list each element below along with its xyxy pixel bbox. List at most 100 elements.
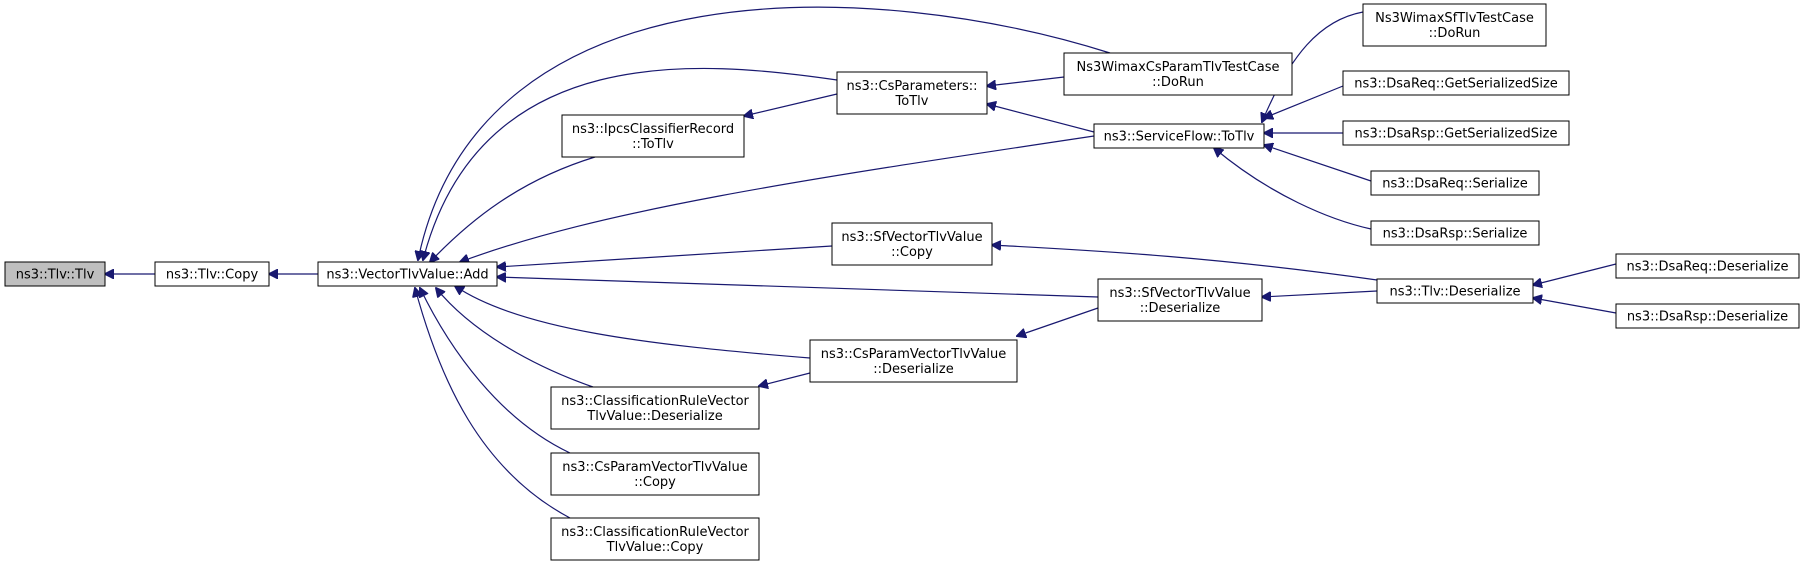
edge-line — [1264, 145, 1372, 182]
edge-line — [415, 288, 571, 519]
node-label-line: ns3::DsaReq::Deserialize — [1627, 260, 1789, 275]
edge-tlv_deser-to-sfv_copy — [992, 245, 1378, 281]
node-label-line: TlvValue::Deserialize — [586, 409, 722, 424]
node-label-line: ns3::ClassificationRuleVector — [561, 525, 749, 540]
edge-sfv_copy-to-vtv_add — [497, 245, 833, 267]
node-vtv-add[interactable]: ns3::VectorTlvValue::Add — [317, 261, 498, 287]
node-label-line: ns3::SfVectorTlvValue — [841, 230, 982, 245]
node-label-line: ::ToTlv — [632, 137, 674, 152]
node-box — [1370, 220, 1540, 246]
node-ipcs-totlv[interactable]: ns3::IpcsClassifierRecord::ToTlv — [561, 114, 745, 158]
edge-line — [455, 286, 811, 359]
edge-line — [987, 104, 1095, 133]
node-box — [836, 71, 988, 115]
edge-dsareq_deser-to-tlv_deser — [1533, 263, 1617, 285]
node-box — [1097, 278, 1263, 322]
edge-line — [1262, 11, 1364, 122]
node-label-line: Ns3WimaxSfTlvTestCase — [1375, 11, 1534, 26]
node-crv-deser[interactable]: ns3::ClassificationRuleVectorTlvValue::D… — [550, 386, 760, 430]
node-sfv-copy[interactable]: ns3::SfVectorTlvValue::Copy — [831, 222, 993, 266]
node-ns3wimax-cs-dorun[interactable]: Ns3WimaxCsParamTlvTestCase::DoRun — [1063, 52, 1293, 96]
edge-line — [987, 76, 1065, 86]
edge-line — [744, 93, 838, 116]
node-label-line: ns3::DsaRsp::Deserialize — [1627, 310, 1788, 325]
node-box — [1342, 120, 1570, 146]
node-box — [809, 339, 1018, 383]
edge-cspv_deser-to-vtv_add — [455, 286, 811, 359]
edge-line — [1533, 263, 1617, 285]
node-box — [1615, 253, 1800, 279]
node-label-line: ns3::DsaRsp::GetSerializedSize — [1355, 127, 1558, 142]
node-label-line: ns3::IpcsClassifierRecord — [572, 122, 734, 137]
edge-cspv_deser-to-crv_deser — [759, 372, 811, 386]
node-label-line: ::Copy — [891, 245, 933, 260]
node-box — [550, 452, 760, 496]
edge-sf_totlv-to-vtv_add — [460, 135, 1095, 262]
node-cspv-copy[interactable]: ns3::CsParamVectorTlvValue::Copy — [550, 452, 760, 496]
node-box — [561, 114, 745, 158]
node-label-line: ns3::DsaRsp::Serialize — [1383, 227, 1528, 242]
edges — [105, 6, 1617, 519]
node-tlv-deser[interactable]: ns3::Tlv::Deserialize — [1376, 278, 1534, 304]
node-dsareq-ser[interactable]: ns3::DsaReq::Serialize — [1370, 170, 1540, 196]
edge-line — [418, 6, 1111, 260]
edge-line — [497, 277, 1099, 298]
node-ns3wimax-sf-dorun[interactable]: Ns3WimaxSfTlvTestCase::DoRun — [1362, 3, 1547, 47]
node-box — [1376, 278, 1534, 304]
node-sf-totlv[interactable]: ns3::ServiceFlow::ToTlv — [1093, 123, 1265, 149]
edge-line — [1264, 85, 1344, 118]
edge-line — [436, 288, 594, 388]
edge-dsareq_ser-to-sf_totlv — [1264, 145, 1372, 182]
edge-ns3wimax_sf_dorun-to-sf_totlv — [1262, 11, 1364, 122]
node-crv-copy[interactable]: ns3::ClassificationRuleVectorTlvValue::C… — [550, 517, 760, 561]
node-box — [550, 386, 760, 430]
node-box — [1342, 70, 1570, 96]
edge-line — [1214, 148, 1372, 230]
edge-cspv_copy-to-vtv_add — [420, 288, 571, 454]
edge-dsareq_gss-to-sf_totlv — [1264, 85, 1344, 118]
edge-line — [1533, 298, 1617, 314]
edge-sf_totlv-to-csparams_totlv — [987, 104, 1095, 133]
node-sfv-deser[interactable]: ns3::SfVectorTlvValue::Deserialize — [1097, 278, 1263, 322]
node-cspv-deser[interactable]: ns3::CsParamVectorTlvValue::Deserialize — [809, 339, 1018, 383]
node-dsareq-gss[interactable]: ns3::DsaReq::GetSerializedSize — [1342, 70, 1570, 96]
edge-crv_copy-to-vtv_add — [415, 288, 571, 519]
node-box — [1615, 303, 1800, 329]
node-label-line: ns3::Tlv::Copy — [166, 268, 259, 283]
node-label-line: TlvValue::Copy — [606, 540, 704, 555]
node-box — [1063, 52, 1293, 96]
node-label-line: ::Copy — [634, 475, 676, 490]
node-box — [1370, 170, 1540, 196]
node-dsarsp-deser[interactable]: ns3::DsaRsp::Deserialize — [1615, 303, 1800, 329]
edge-ipcs_totlv-to-vtv_add — [430, 156, 596, 262]
edge-ns3wimax_cs_dorun-to-vtv_add — [418, 6, 1111, 260]
edge-crv_deser-to-vtv_add — [436, 288, 594, 388]
edge-line — [1262, 290, 1378, 297]
node-csparams-totlv[interactable]: ns3::CsParameters::ToTlv — [836, 71, 988, 115]
edge-dsarsp_ser-to-sf_totlv — [1214, 148, 1372, 230]
edge-dsarsp_deser-to-tlv_deser — [1533, 298, 1617, 314]
edge-line — [759, 372, 811, 386]
node-label-line: ns3::Tlv::Deserialize — [1389, 285, 1520, 300]
node-label-line: ns3::DsaReq::Serialize — [1382, 177, 1527, 192]
node-box — [4, 261, 106, 287]
node-dsareq-deser[interactable]: ns3::DsaReq::Deserialize — [1615, 253, 1800, 279]
edge-csparams_totlv-to-vtv_add — [423, 67, 838, 260]
node-label-line: ns3::Tlv::Tlv — [16, 268, 95, 283]
node-box — [550, 517, 760, 561]
node-dsarsp-ser[interactable]: ns3::DsaRsp::Serialize — [1370, 220, 1540, 246]
node-tlv-copy[interactable]: ns3::Tlv::Copy — [154, 261, 270, 287]
node-tlv-tlv[interactable]: ns3::Tlv::Tlv — [4, 261, 106, 287]
edge-line — [460, 135, 1095, 262]
edge-tlv_deser-to-sfv_deser — [1262, 290, 1378, 297]
node-dsarsp-gss[interactable]: ns3::DsaRsp::GetSerializedSize — [1342, 120, 1570, 146]
node-label-line: ns3::VectorTlvValue::Add — [326, 268, 488, 283]
edge-line — [420, 288, 571, 454]
node-label-line: ::DoRun — [1429, 26, 1481, 41]
node-label-line: ::Deserialize — [873, 362, 954, 377]
edge-line — [497, 245, 833, 267]
edge-sfv_deser-to-cspv_deser — [1017, 307, 1099, 336]
node-label-line: ::DoRun — [1152, 75, 1204, 90]
node-label-line: ns3::ClassificationRuleVector — [561, 394, 749, 409]
node-label-line: ::Deserialize — [1140, 301, 1221, 316]
